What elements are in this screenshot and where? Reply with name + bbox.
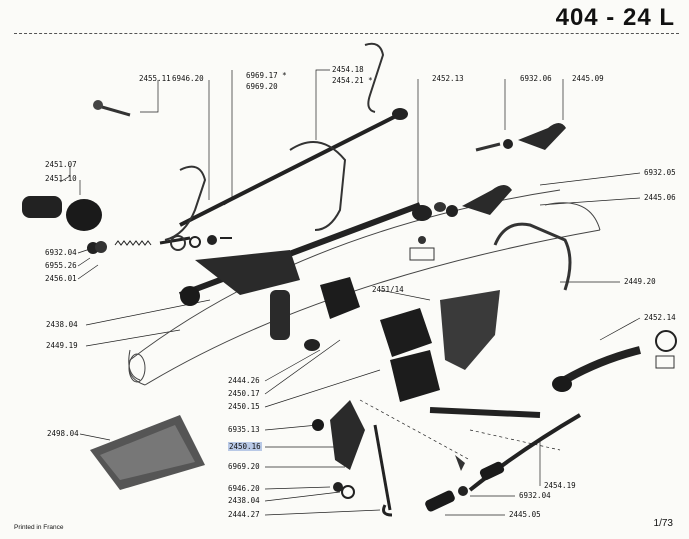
part-label-2456-01: 2456.01 [45, 274, 77, 283]
part-label-2454-19: 2454.19 [544, 481, 576, 490]
page-number: 1/73 [653, 518, 673, 529]
part-label-2498-04: 2498.04 [47, 429, 79, 438]
part-label-2449-19: 2449.19 [46, 341, 78, 350]
part-label-6955-26: 6955.26 [45, 261, 77, 270]
part-label-2438-04-left: 2438.04 [46, 320, 78, 329]
part-label-6946-20-bottom: 6946.20 [228, 484, 260, 493]
part-label-2438-04-bottom: 2438.04 [228, 496, 260, 505]
part-label-2450-15: 2450.15 [228, 402, 260, 411]
lever-2450-16 [312, 400, 393, 517]
part-label-2445-06: 2445.06 [644, 193, 676, 202]
part-label-6932-04-bottom: 6932.04 [519, 491, 551, 500]
small-fittings-bottom [333, 455, 468, 499]
part-label-2454-21: 2454.21 * [332, 76, 373, 85]
part-label-2455-11: 2455.11 [139, 74, 171, 83]
header-rule [14, 33, 679, 34]
gate-plate [90, 415, 205, 490]
small-pin-top [93, 100, 131, 117]
interlock-plate [440, 290, 500, 370]
printed-note: Printed in France [14, 524, 64, 531]
cylinder-shaft [128, 349, 146, 383]
part-label-2444-26: 2444.26 [228, 376, 260, 385]
ball-joint-6932-06 [475, 123, 566, 152]
part-label-6935-13: 6935.13 [228, 425, 260, 434]
selector-shaft-mid [178, 202, 446, 298]
bracket-top [289, 42, 385, 231]
washers-top [189, 235, 232, 248]
selector-rod-top [179, 108, 408, 227]
part-label-2450-16: 2450.16 [228, 442, 262, 451]
part-label-2452-14: 2452.14 [644, 313, 676, 322]
part-label-2451-07: 2451.07 [45, 160, 77, 169]
part-label-2445-09: 2445.09 [572, 74, 604, 83]
part-label-6932-06: 6932.06 [520, 74, 552, 83]
part-label-2449-20: 2449.20 [624, 277, 656, 286]
part-label-2451-10: 2451.10 [45, 174, 77, 183]
page-title: 404 - 24 L [555, 4, 675, 31]
part-label-2445-05: 2445.05 [509, 510, 541, 519]
part-label-6932-04-left: 6932.04 [45, 248, 77, 257]
part-label-6969-20-bottom: 6969.20 [228, 462, 260, 471]
gear-selector-assembly [180, 250, 541, 418]
part-label-2454-18: 2454.18 [332, 65, 364, 74]
part-label-6969-17: 6969.17 * [246, 71, 287, 80]
part-label-6932-05: 6932.05 [644, 168, 676, 177]
part-label-6946-20-top: 6946.20 [172, 74, 204, 83]
control-rod-bottom [425, 413, 582, 512]
part-label-2444-27: 2444.27 [228, 510, 260, 519]
spring-shaft [114, 236, 191, 246]
part-label-2451-14: 2451/14 [372, 285, 404, 294]
bell-crank-top [164, 165, 207, 251]
rubber-grommets [22, 196, 107, 254]
lever-2452-14 [552, 330, 677, 392]
part-label-6969-20-top: 6969.20 [246, 82, 278, 91]
leader-lines [59, 69, 641, 516]
ball-joint-6932-05 [446, 185, 512, 217]
part-label-2452-13: 2452.13 [432, 74, 464, 83]
bolt-mid [409, 236, 435, 261]
part-label-2450-17: 2450.17 [228, 389, 260, 398]
yoke-right [493, 222, 572, 291]
